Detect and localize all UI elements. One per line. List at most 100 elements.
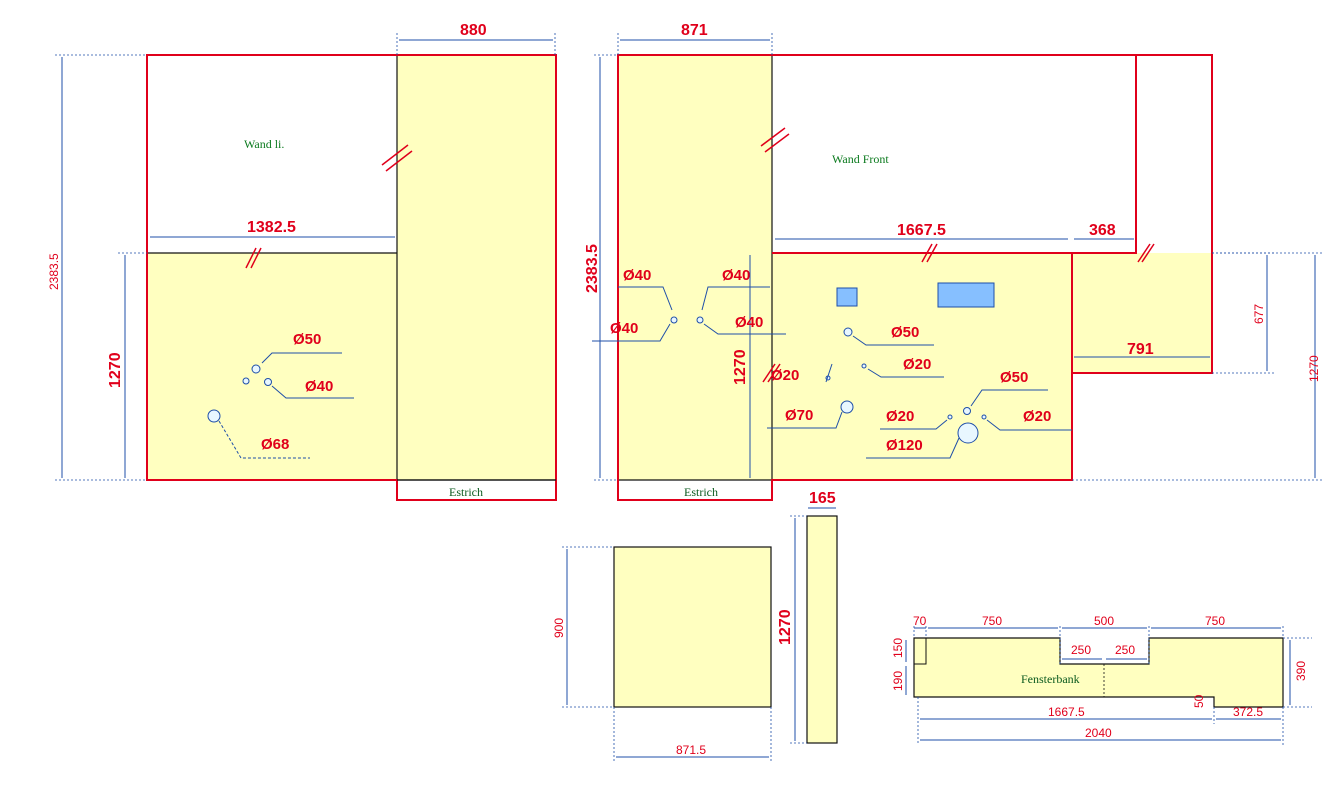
front-label-d20-d: Ø20 xyxy=(1023,408,1051,425)
dim-ext-2383-front xyxy=(594,54,618,481)
left-hole-d68 xyxy=(207,409,221,423)
front-right-panel xyxy=(1072,253,1212,373)
front-cutout-large xyxy=(937,282,995,308)
front-hole-d20-c xyxy=(947,414,953,420)
dim-fb-750a: 750 xyxy=(982,614,1002,628)
front-label-d50-a: Ø50 xyxy=(891,324,919,341)
dim-2383-left: 2383.5 xyxy=(47,253,61,290)
dim-ext-fb-top xyxy=(913,626,1284,664)
front-tall-slash-b xyxy=(767,363,781,383)
dim-ext-900 xyxy=(562,546,614,708)
left-wall-slash-b xyxy=(385,150,413,172)
wall-left-group: Wand li. Estrich 880 2383.5 1382.5 1270 … xyxy=(47,22,557,501)
dim-1270-left: 1270 xyxy=(107,352,124,388)
dim-fb-2040: 2040 xyxy=(1085,726,1112,740)
dim-880: 880 xyxy=(460,22,487,39)
front-label-d20-c: Ø20 xyxy=(886,408,914,425)
left-tall-panel xyxy=(397,55,556,480)
front-leader-d40-a xyxy=(618,286,673,311)
dim-871-5: 871.5 xyxy=(676,743,706,757)
dim-fb-750b: 750 xyxy=(1205,614,1225,628)
front-inner-red xyxy=(772,55,1137,373)
front-right-slash-a xyxy=(1137,243,1151,263)
front-leader-d20-a xyxy=(867,368,944,378)
left-leader-d40 xyxy=(271,385,354,399)
front-label-d120: Ø120 xyxy=(886,437,923,454)
left-counter-slash-b xyxy=(250,247,262,269)
front-label-d50-b: Ø50 xyxy=(1000,369,1028,386)
front-label-d40-a: Ø40 xyxy=(623,267,651,284)
left-estrich-label: Estrich xyxy=(449,485,483,499)
dim-1270-front: 1270 xyxy=(732,349,749,385)
dim-fb-70: 70 xyxy=(913,614,927,628)
front-label-d40-c: Ø40 xyxy=(722,267,750,284)
dim-1270-right: 1270 xyxy=(1307,355,1321,382)
front-label-d40-b: Ø40 xyxy=(610,320,638,337)
strip-group: 165 1270 xyxy=(777,490,838,744)
dim-871: 871 xyxy=(681,22,708,39)
wall-left-label: Wand li. xyxy=(244,137,284,151)
front-leader-d70 xyxy=(767,411,843,429)
front-tall-slash-a xyxy=(762,363,776,383)
dim-fb-1667: 1667.5 xyxy=(1048,705,1085,719)
dim-791: 791 xyxy=(1127,341,1154,358)
wall-left-outline xyxy=(146,54,557,501)
panel-900 xyxy=(613,546,772,708)
wall-front-group: Wand Front Estrich 871 2383.5 1667.5 368… xyxy=(584,22,1322,501)
left-hole-small xyxy=(242,377,250,385)
dim-ext-1270-strip xyxy=(790,515,807,744)
front-tall-panel xyxy=(618,55,772,480)
dim-900: 900 xyxy=(552,618,566,638)
front-wall-slash-b xyxy=(764,133,790,153)
left-wall-slash-a xyxy=(381,144,409,166)
left-label-d68: Ø68 xyxy=(261,436,289,453)
front-label-d40-d: Ø40 xyxy=(735,314,763,331)
front-label-d20-b: Ø20 xyxy=(771,367,799,384)
dim-1382: 1382.5 xyxy=(247,219,296,236)
dim-ext-fb-bottom xyxy=(917,697,1284,745)
dim-ext-1270-right xyxy=(1072,252,1322,481)
dim-ext-2383-left xyxy=(55,54,147,481)
dim-677: 677 xyxy=(1252,304,1266,324)
front-leader-d20-b xyxy=(825,363,833,383)
front-leader-d40-d xyxy=(703,323,786,335)
front-hole-d20-d xyxy=(981,414,987,420)
fensterbank-label: Fensterbank xyxy=(1021,672,1080,686)
front-wall-slash-a xyxy=(760,127,786,147)
dim-fb-390: 390 xyxy=(1294,661,1308,681)
front-counter-panel xyxy=(772,253,1072,480)
fensterbank-notch-left xyxy=(914,637,927,665)
dim-fb-250a: 250 xyxy=(1071,643,1091,657)
front-hole-d40-right xyxy=(696,316,704,324)
front-counter-slash-a xyxy=(921,243,933,263)
front-hole-d70 xyxy=(840,400,854,414)
front-leader-d20-c xyxy=(880,419,948,430)
dim-fb-250b: 250 xyxy=(1115,643,1135,657)
fensterbank-panel xyxy=(913,637,1284,708)
left-hole-d40 xyxy=(264,378,272,386)
dim-fb-150: 150 xyxy=(891,638,905,658)
front-leader-d20-d xyxy=(986,419,1072,431)
front-hole-d50-a xyxy=(843,327,853,337)
front-hole-d50-b xyxy=(963,407,971,415)
left-counter-panel xyxy=(147,253,397,480)
dim-fb-190: 190 xyxy=(891,671,905,691)
dim-fb-50: 50 xyxy=(1192,694,1206,708)
dim-165: 165 xyxy=(809,490,836,507)
front-estrich-label: Estrich xyxy=(684,485,718,499)
front-panel-edges xyxy=(618,55,773,481)
left-label-d50: Ø50 xyxy=(293,331,321,348)
dim-ext-871-5 xyxy=(613,707,772,762)
front-hole-d20-a xyxy=(861,363,867,369)
front-leader-d40-b xyxy=(592,323,671,342)
dim-2383-front: 2383.5 xyxy=(584,244,601,293)
front-leader-d50-b xyxy=(970,389,1048,407)
panel-900-group: 900 871.5 xyxy=(552,546,772,762)
dim-1667: 1667.5 xyxy=(897,222,946,239)
front-hole-d40-left xyxy=(670,316,678,324)
front-cutout-small xyxy=(836,287,858,307)
front-leader-d40-c xyxy=(701,286,770,311)
front-leader-d120 xyxy=(866,437,960,459)
dim-fb-500: 500 xyxy=(1094,614,1114,628)
